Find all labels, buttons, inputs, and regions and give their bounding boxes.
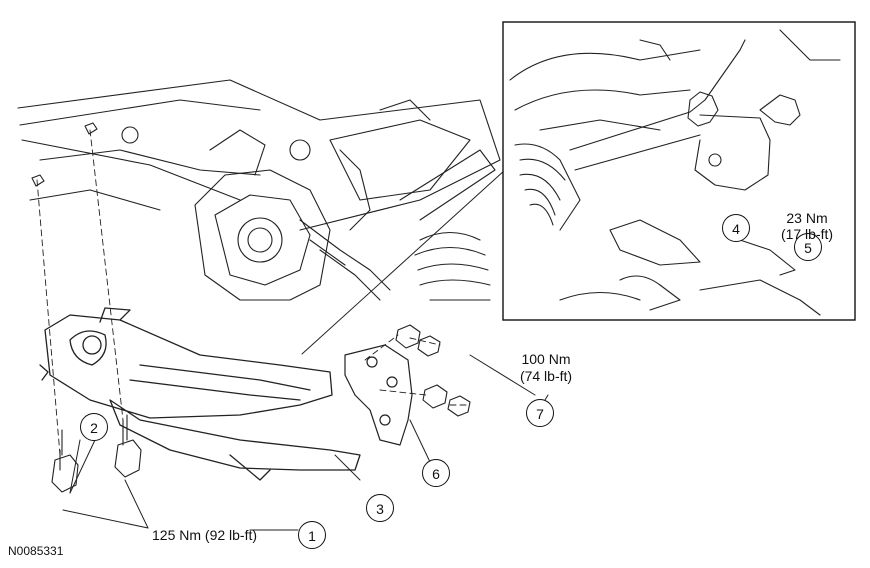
- callout-2: 2: [80, 413, 108, 441]
- bracket: [344, 344, 413, 446]
- figure-id: N0085331: [8, 544, 64, 558]
- frame-rail: [17, 79, 501, 231]
- callout-1: 1: [298, 521, 326, 549]
- callout-3: 3: [366, 494, 394, 522]
- spring-assembly: [399, 149, 496, 301]
- torque-spec-1: 125 Nm (92 lb-ft): [152, 527, 258, 543]
- callout-6: 6: [422, 459, 450, 487]
- callout-5: 5: [794, 233, 822, 261]
- lower-control-arm: [39, 307, 361, 481]
- callout-7: 7: [526, 399, 554, 427]
- detail-inset: [502, 21, 856, 321]
- nuts-7: [395, 324, 471, 417]
- knuckle-assembly: [121, 126, 391, 301]
- studs: [31, 122, 98, 187]
- callout-4: 4: [722, 214, 750, 242]
- torque-spec-7-nm: 100 Nm: [521, 351, 571, 367]
- torque-spec-5-nm: 23 Nm: [786, 210, 828, 226]
- torque-spec-5-lbft: (17 lb-ft): [780, 226, 834, 242]
- torque-spec-7-lbft: (74 lb-ft): [519, 368, 573, 384]
